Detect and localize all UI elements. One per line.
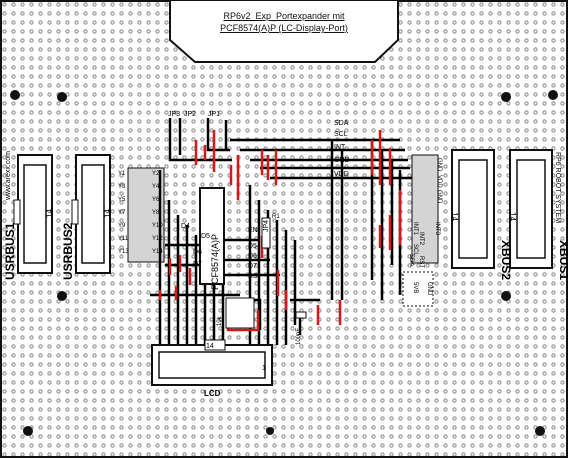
usr-pin-header bbox=[127, 167, 165, 263]
usr-pin-y12: Y12 bbox=[152, 236, 163, 242]
red-traces bbox=[158, 130, 402, 332]
black-traces bbox=[150, 118, 412, 345]
labels: USRBUS1 USRBUS2 XBUS2 XBUS1 www.arexx.co… bbox=[3, 111, 568, 398]
d6-en-label: D6 bbox=[248, 253, 257, 260]
sda-label: SDA bbox=[334, 120, 349, 127]
gnd-label: GND bbox=[334, 157, 350, 164]
board-title: RP6v2_Exp_Portexpander mit PCF8574(A)P (… bbox=[186, 10, 382, 38]
usr-pin-y13: Y13 bbox=[118, 249, 129, 255]
title-line2: PCF8574(A)P (LC-Display-Port) bbox=[220, 23, 348, 33]
xbus-label-int3: INT3 bbox=[434, 222, 440, 236]
xbus-label-int2: INT2 bbox=[418, 232, 424, 246]
xbus-label-vdd: VDD bbox=[436, 175, 442, 188]
lcd-connector bbox=[151, 339, 273, 386]
xbus-label-gnd3: GND bbox=[426, 282, 432, 296]
usrbus1-label: USRBUS1 bbox=[3, 222, 17, 280]
usrbus2-label: USRBUS2 bbox=[61, 222, 75, 280]
xbus2-connector bbox=[451, 149, 495, 269]
jp2-label: JP2 bbox=[184, 111, 196, 118]
jp1-label: JP1 bbox=[208, 111, 220, 118]
usr-pin-y4: Y4 bbox=[152, 184, 160, 190]
scl-label: SCL bbox=[334, 131, 348, 138]
usr-pin-y10: Y10 bbox=[152, 223, 163, 229]
d6-label: D6 bbox=[193, 249, 202, 256]
usr-pin-y11: Y11 bbox=[118, 236, 129, 242]
lcd-pin-first: 14 bbox=[206, 343, 214, 350]
d7-en-label: D7 bbox=[248, 263, 257, 270]
usr-pin-y3: Y3 bbox=[118, 184, 126, 190]
jp4-label: JP4 bbox=[263, 220, 270, 232]
d5-en-label: D5 bbox=[248, 243, 257, 250]
d7-label: D7 bbox=[193, 261, 202, 268]
xbus-label-gnd1: GND bbox=[436, 158, 442, 172]
resistor-r1 bbox=[261, 217, 271, 249]
potentiometer bbox=[225, 297, 255, 329]
top-cutout bbox=[169, 0, 399, 63]
xbus-lower-header bbox=[402, 271, 434, 307]
xbus-pin-header bbox=[411, 154, 439, 264]
capacitor-100nf bbox=[295, 311, 307, 319]
ic-label: PCF8574(A)P bbox=[210, 234, 220, 290]
usr-pin-y9: Y9 bbox=[118, 223, 126, 229]
usrbus1-connector bbox=[13, 154, 53, 274]
brand-label: RP6 ROBOT SYSTEM bbox=[554, 152, 561, 223]
title-line1: RP6v2_Exp_Portexpander mit bbox=[223, 11, 345, 21]
rs-label: RS bbox=[248, 273, 258, 280]
usrbus1-pin-label: 14 bbox=[45, 209, 54, 218]
xbus1-pin-label: 14 bbox=[508, 212, 517, 221]
usr-pin-y1: Y1 bbox=[118, 171, 126, 177]
mounting-holes bbox=[10, 90, 558, 436]
xbus-label-gnd2: GND bbox=[436, 190, 442, 204]
d5-label: D5 bbox=[201, 233, 210, 240]
usr-pin-y7: Y7 bbox=[118, 210, 126, 216]
xbus2-pin-label: 14 bbox=[450, 212, 459, 221]
cap-label: 100nF bbox=[296, 328, 302, 345]
d4-label: D4 bbox=[181, 223, 190, 230]
usr-pin-y8: Y8 bbox=[152, 210, 160, 216]
xbus2-label: XBUS2 bbox=[499, 240, 513, 280]
usrbus2-connector bbox=[71, 154, 111, 274]
usr-pin-y14: Y14 bbox=[152, 249, 163, 255]
ic-pcf8574 bbox=[199, 187, 225, 285]
usr-pin-y5: Y5 bbox=[118, 197, 126, 203]
xbus-label-sda: SDA bbox=[408, 254, 414, 266]
xbus-label-scl: SCL bbox=[412, 244, 418, 256]
int-label: INT bbox=[334, 144, 346, 151]
xbus-label-rst: RST bbox=[418, 256, 424, 268]
usr-pin-y2: Y2 bbox=[152, 171, 160, 177]
jp3-label: JP3 bbox=[168, 111, 180, 118]
xbus-label-int1: INT1 bbox=[412, 222, 418, 236]
website-label: www.arexx.com bbox=[5, 151, 12, 201]
xbus1-label: XBUS1 bbox=[557, 240, 568, 280]
en-label: EN bbox=[248, 227, 258, 234]
vdd-label: VDD bbox=[334, 171, 349, 178]
xbus-label-5vb: 5VB bbox=[412, 282, 418, 293]
usr-pin-y6: Y6 bbox=[152, 197, 160, 203]
xbus1-connector bbox=[509, 149, 553, 269]
usrbus2-pin-label: 14 bbox=[103, 209, 112, 218]
r1-label: R1 bbox=[272, 214, 280, 220]
lcd-pin-last: 1 bbox=[262, 365, 266, 372]
pot-label: 10k bbox=[217, 315, 223, 326]
lcd-label: LCD bbox=[204, 389, 221, 398]
